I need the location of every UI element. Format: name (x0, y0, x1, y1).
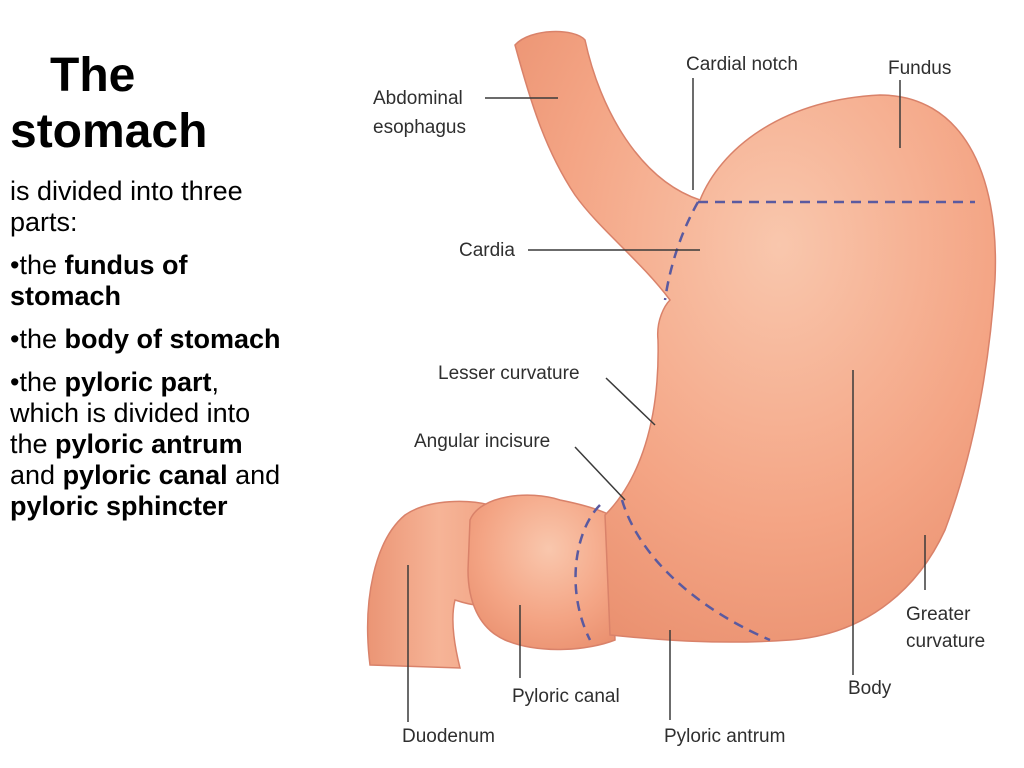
slide-title: The stomach (10, 48, 295, 160)
label-cardial-notch: Cardial notch (686, 54, 798, 75)
title-line-2: stomach (10, 105, 208, 158)
bullet-term-pyloric-canal: pyloric canal (62, 460, 228, 490)
bullet-prefix: •the (10, 367, 65, 397)
leader-lesser-curvature (605, 377, 656, 426)
label-pyloric-canal: Pyloric canal (512, 686, 620, 707)
label-greater-curvature-line2: curvature (906, 631, 985, 652)
label-lesser-curvature: Lesser curvature (438, 363, 580, 384)
text-panel: The stomach is divided into three parts:… (10, 48, 295, 522)
intro-text: is divided into three parts: (10, 176, 243, 237)
bullet-term-pyloric-antrum: pyloric antrum (55, 429, 243, 459)
bullet-body: •the body of stomach (10, 324, 295, 355)
bullet-fundus: •the fundus of stomach (10, 250, 295, 312)
bullet-term-fundus: fundus of stomach (10, 250, 188, 311)
label-abdominal-esophagus-line1: Abdominal (373, 88, 463, 109)
label-body: Body (848, 678, 892, 699)
leader-angular-incisure (574, 446, 626, 501)
label-duodenum: Duodenum (402, 726, 495, 747)
bullet-prefix: •the (10, 324, 65, 354)
pyloric-antrum-boundary-line (620, 499, 771, 642)
bullet-term-body: body of stomach (64, 324, 281, 354)
cardia-boundary-line (663, 201, 700, 301)
pyloric-canal-shape (467, 494, 616, 651)
label-abdominal-esophagus-line2: esophagus (373, 117, 466, 138)
label-greater-curvature-line1: Greater (906, 604, 971, 625)
label-angular-incisure: Angular incisure (414, 431, 550, 452)
label-pyloric-antrum: Pyloric antrum (664, 726, 785, 747)
bullet-text: and (10, 460, 63, 490)
stomach-shape (514, 30, 997, 643)
bullet-term-pyloric-sphincter: pyloric sphincter (10, 491, 228, 521)
title-line-1: The (50, 49, 136, 102)
bullet-prefix: •the (10, 250, 65, 280)
label-cardia: Cardia (459, 240, 515, 261)
pyloric-canal-boundary-line (574, 504, 601, 641)
label-fundus: Fundus (888, 58, 951, 79)
bullet-term-pyloric-part: pyloric part (64, 367, 212, 397)
bullet-text: , which is divided into the (10, 367, 251, 459)
bullet-text: and (227, 460, 281, 490)
bullet-pyloric-part: •the pyloric part, which is divided into… (10, 367, 295, 522)
